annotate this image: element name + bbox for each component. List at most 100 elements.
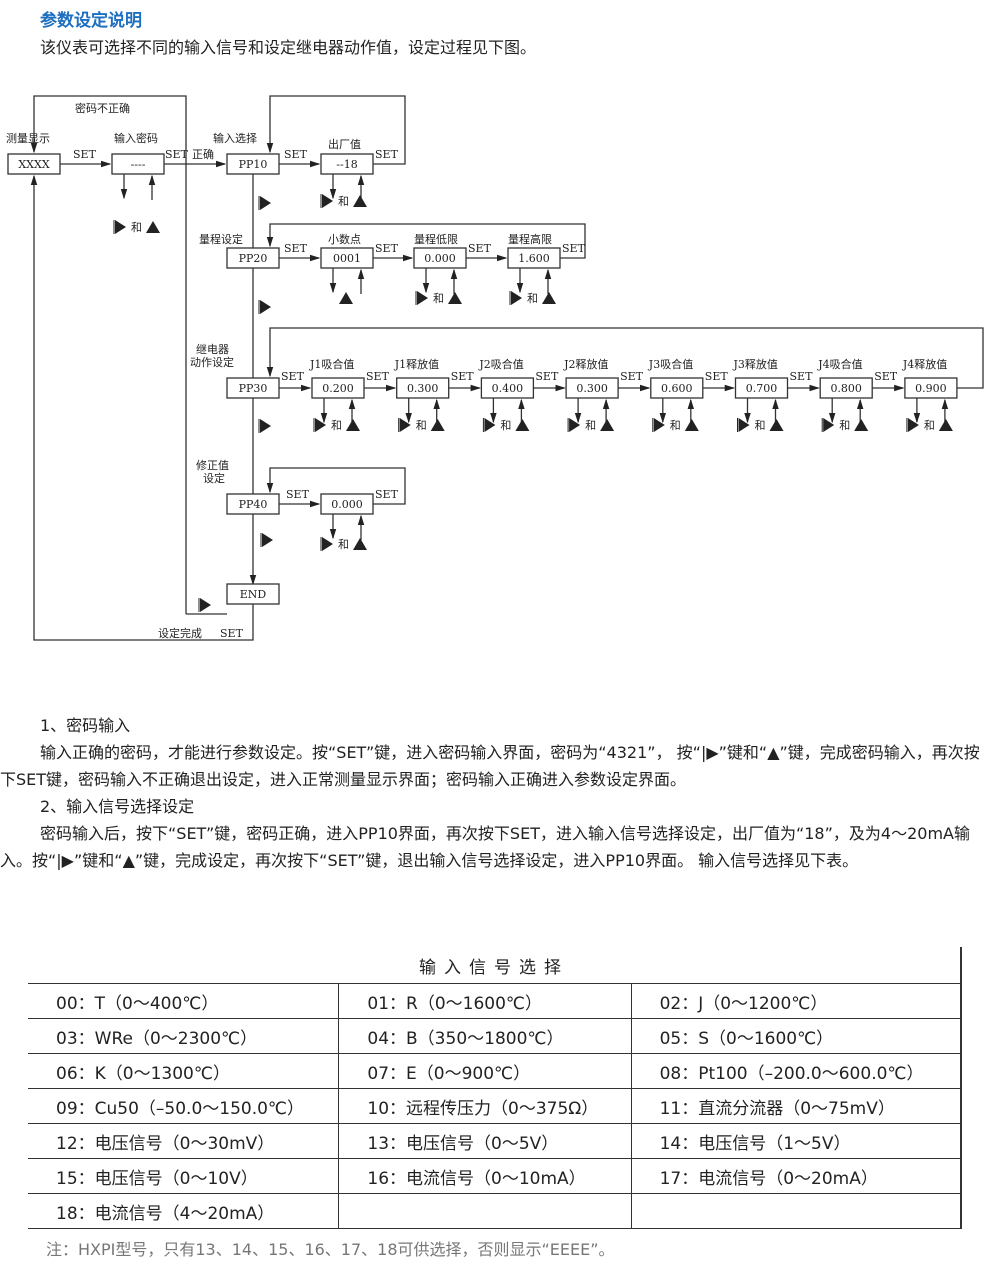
- intro-text: 该仪表可选择不同的输入信号和设定继电器动作值，设定过程见下图。: [40, 38, 537, 57]
- range-high-box: [507, 247, 561, 269]
- up-key-icon: [684, 419, 699, 431]
- shift-key-icon: [200, 598, 211, 612]
- correction-box: [320, 493, 374, 515]
- up-key-icon: [430, 419, 445, 431]
- table-row: 00：T（0～400℃）01：R（0～1600℃）02：J（0～1200℃）: [28, 983, 962, 1019]
- shift-key-icon: [260, 300, 271, 314]
- set-label: SET: [562, 242, 586, 255]
- and-label: 和: [416, 419, 427, 432]
- set-label: SET: [284, 242, 308, 255]
- set-label: SET: [220, 627, 244, 640]
- correction-box-value: 0.000: [331, 498, 363, 511]
- input-select-label: 输入选择: [213, 131, 257, 145]
- shift-key-icon: [417, 291, 428, 305]
- up-key-icon: [353, 538, 367, 550]
- table-cell: 03：WRe（0～2300℃）: [28, 1018, 340, 1054]
- decimal-box: [320, 247, 374, 269]
- up-key-icon: [339, 292, 353, 304]
- set-label: SET: [281, 370, 305, 383]
- range-high-box-value: 1.600: [518, 252, 550, 265]
- set-label: SET: [535, 370, 559, 383]
- up-key-icon: [854, 419, 869, 431]
- shift-key-icon: [322, 537, 333, 551]
- and-label: 和: [924, 419, 935, 432]
- relay-label: J1吸合值: [309, 357, 354, 371]
- set-label: SET: [375, 148, 399, 161]
- measure-display-box: [7, 153, 61, 175]
- shift-key-icon: [738, 418, 750, 432]
- table-cell: 05：S（0～1600℃）: [630, 1018, 962, 1054]
- measure-label: 测量显示: [6, 132, 50, 145]
- pp20-box-value: PP20: [239, 252, 268, 265]
- end-box-value: END: [240, 588, 267, 601]
- relay-value-box-value: 0.800: [830, 382, 862, 395]
- flow-line: [266, 223, 586, 259]
- done-label: 设定完成: [158, 626, 202, 640]
- range-low-box-value: 0.000: [424, 252, 456, 265]
- decimal-label: 小数点: [328, 233, 361, 246]
- up-key-icon: [600, 419, 615, 431]
- table-cell: 08：Pt100（–200.0～600.0℃）: [630, 1053, 962, 1089]
- table-row: 09：Cu50（–50.0～150.0℃）10：远程传压力（0～375Ω）11：…: [28, 1088, 962, 1124]
- shift-key-icon: [260, 419, 271, 433]
- and-label: 和: [670, 419, 681, 432]
- flow-line: [266, 467, 406, 505]
- relay-value-box-value: 0.300: [576, 382, 608, 395]
- table-cell: 07：E（0～900℃）: [338, 1053, 632, 1089]
- relay-value-box-value: 0.400: [492, 382, 524, 395]
- section-1-heading: 1、密码输入: [40, 716, 131, 735]
- pp10-box-value: PP10: [239, 158, 268, 171]
- range-high-label: 量程高限: [508, 232, 552, 246]
- and-label: 和: [433, 292, 444, 305]
- relay-value-box-value: 0.600: [661, 382, 693, 395]
- up-key-icon: [542, 292, 556, 304]
- and-label: 和: [527, 292, 538, 305]
- relay-label: J3释放值: [733, 357, 778, 371]
- end-box: [226, 583, 280, 605]
- measure-display-box-value: XXXX: [18, 158, 49, 171]
- table-title: 输入信号选择: [28, 947, 962, 984]
- shift-key-icon: [823, 418, 835, 432]
- correction-label: 修正值: [196, 458, 229, 472]
- relay-value-box-value: 0.300: [407, 382, 439, 395]
- and-label: 和: [839, 419, 850, 432]
- table-cell: 11：直流分流器（0～75mV）: [630, 1088, 962, 1124]
- shift-key-icon: [484, 418, 496, 432]
- and-label: 和: [500, 419, 511, 432]
- and-label: 和: [585, 419, 596, 432]
- relay-label: J2吸合值: [478, 357, 523, 371]
- set-label: SET: [165, 148, 189, 161]
- table-cell: 06：K（0～1300℃）: [28, 1053, 340, 1089]
- table-cell: 18：电流信号（4～20mA）: [28, 1193, 340, 1229]
- exit-line: [30, 174, 254, 641]
- factory-value-box: [320, 153, 374, 175]
- section-1-text: 输入正确的密码，才能进行参数设定。按“SET”键，进入密码输入界面，密码为“43…: [0, 743, 980, 789]
- set-label: SET: [366, 370, 390, 383]
- set-label: SET: [284, 148, 308, 161]
- set-label: SET: [620, 370, 644, 383]
- factory-value-box-value: --18: [336, 158, 357, 171]
- instructions: 1、密码输入 输入正确的密码，才能进行参数设定。按“SET”键，进入密码输入界面…: [0, 712, 995, 874]
- up-key-icon: [346, 419, 360, 431]
- relay-value-box-value: 0.700: [746, 382, 778, 395]
- table-row: 18：电流信号（4～20mA）: [28, 1193, 962, 1229]
- set-label: SET: [468, 242, 492, 255]
- up-key-icon: [515, 419, 530, 431]
- wrong-password-line: [30, 95, 187, 614]
- relay-value-box-value: 0.900: [915, 382, 947, 395]
- table-cell: 15：电压信号（0～10V）: [28, 1158, 340, 1194]
- set-label: SET: [451, 370, 475, 383]
- set-label: SET: [73, 148, 97, 161]
- input-signal-table: 输入信号选择 00：T（0～400℃）01：R（0～1600℃）02：J（0～1…: [28, 947, 962, 1229]
- enter-password-label: 输入密码: [114, 131, 158, 145]
- relay-value-box: [904, 377, 958, 399]
- relay-label: 继电器: [196, 343, 229, 356]
- range-low-box: [413, 247, 467, 269]
- shift-key-icon: [653, 418, 665, 432]
- pp40-box: [226, 493, 280, 515]
- pp30-box-value: PP30: [239, 382, 268, 395]
- shift-key-icon: [907, 418, 919, 432]
- relay-label: J3吸合值: [648, 357, 693, 371]
